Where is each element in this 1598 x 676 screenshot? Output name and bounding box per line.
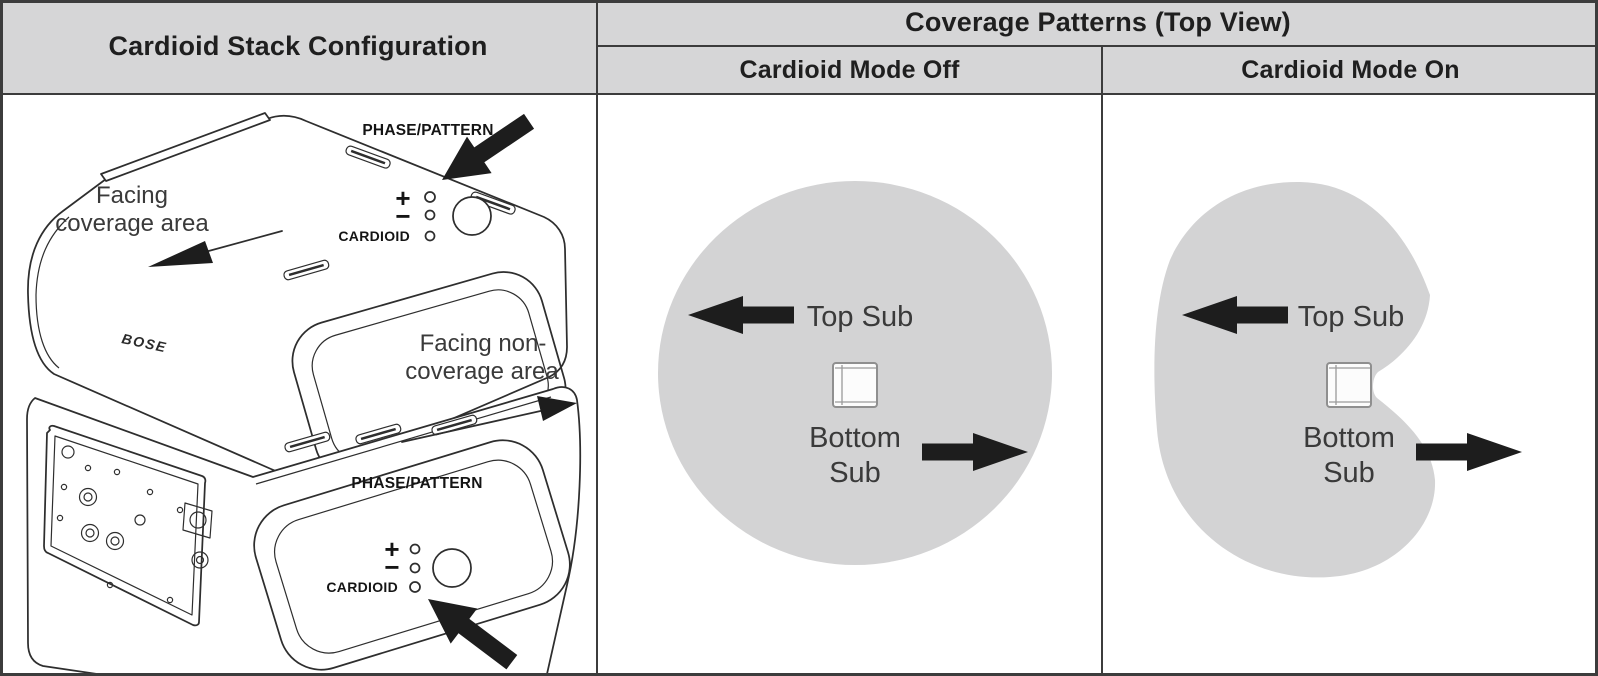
top-phase-pattern-button (452, 196, 492, 236)
bottom-phase-pattern-label: PHASE/PATTERN (351, 475, 482, 492)
top-led-plus (424, 191, 436, 203)
facing-coverage-arrow-shaft (204, 230, 283, 253)
cardioid-mode-off-title: Cardioid Mode Off (739, 55, 960, 84)
facing-coverage-annotation: Facing coverage area (55, 182, 283, 267)
top-sub-control-panel: PHASE/PATTERN + − CARDIOID (338, 103, 542, 244)
top-cardioid-label: CARDIOID (338, 228, 410, 244)
bottom-sub-direction-arrow (401, 396, 577, 443)
facing-coverage-line2: coverage area (55, 210, 209, 237)
bottom-plus-label: + (384, 534, 399, 564)
facing-non-coverage-annotation: Facing non- coverage area (405, 330, 559, 385)
top-plus-label: + (395, 183, 410, 213)
bottom-sub-control-panel: PHASE/PATTERN + − CARDIOID (326, 475, 526, 674)
top-sub-left-corner-line (35, 216, 70, 369)
top-sub-top-edge-bar (100, 112, 271, 182)
mode-off-diagram: Top Sub Bottom Sub (658, 181, 1052, 565)
facing-non-coverage-line2: coverage area (405, 358, 559, 385)
mode-off-top-sub-label: Top Sub (807, 301, 913, 333)
bottom-minus-label: − (384, 552, 399, 582)
bottom-sub-top-edge-line (255, 396, 552, 485)
top-led-minus (424, 209, 436, 221)
stack-line-art: BOSE (26, 103, 582, 674)
bottom-led-plus (409, 543, 421, 555)
cardioid-mode-on-header-cell: Cardioid Mode On (1103, 47, 1598, 95)
mode-on-bottom-sub-line2: Sub (1323, 457, 1375, 489)
bottom-led-minus (409, 562, 421, 574)
mode-on-stack-square (1326, 362, 1372, 408)
stack-configuration-header-cell: Cardioid Stack Configuration (0, 0, 598, 95)
bottom-sub-connector-panel (43, 424, 213, 627)
stack-configuration-title: Cardioid Stack Configuration (108, 31, 488, 61)
mode-on-diagram: Top Sub Bottom Sub (1154, 181, 1522, 578)
mode-off-bottom-sub-line1: Bottom (809, 422, 901, 454)
cardioid-mode-off-header-cell: Cardioid Mode Off (598, 47, 1103, 95)
facing-coverage-arrow-head (148, 241, 213, 267)
coverage-patterns-title: Coverage Patterns (Top View) (905, 7, 1291, 37)
bottom-sub-racetrack (253, 439, 571, 671)
mode-on-top-sub-label: Top Sub (1298, 301, 1404, 333)
facing-non-coverage-line1: Facing non- (420, 330, 547, 357)
top-phase-pattern-label: PHASE/PATTERN (362, 122, 493, 139)
mode-off-stack-square (832, 362, 878, 408)
cardioid-coverage-area (1154, 181, 1436, 578)
cardioid-mode-on-title: Cardioid Mode On (1241, 55, 1460, 84)
mode-on-bottom-sub-line1: Bottom (1303, 422, 1395, 454)
top-minus-label: − (395, 201, 410, 231)
bottom-phase-pattern-button (432, 548, 472, 588)
top-led-cardioid (424, 230, 436, 242)
bottom-led-cardioid (409, 581, 421, 593)
mode-off-bottom-sub-line2: Sub (829, 457, 881, 489)
facing-coverage-line1: Facing (96, 182, 168, 209)
coverage-patterns-header-cell: Coverage Patterns (Top View) (598, 0, 1598, 47)
bottom-cardioid-label: CARDIOID (326, 579, 398, 595)
